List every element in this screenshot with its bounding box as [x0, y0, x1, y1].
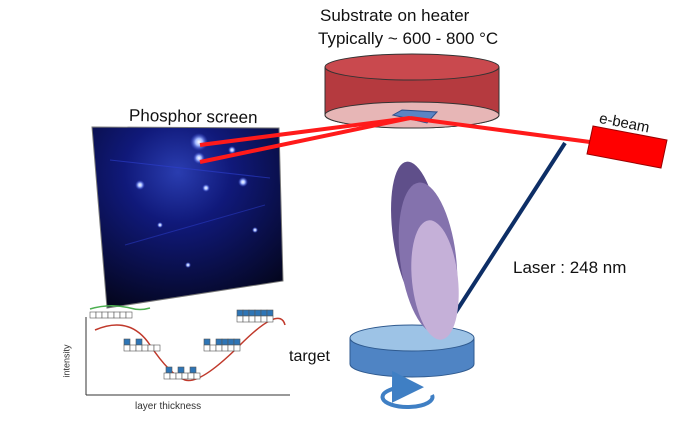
rheed-spot [252, 227, 258, 233]
target-label: target [289, 348, 330, 365]
rheed-spot [185, 262, 191, 268]
diffracted-beam [199, 116, 411, 147]
rheed-oscillation-inset [85, 305, 290, 396]
screen-panel [91, 126, 284, 309]
layer-block-partial-1 [123, 338, 161, 352]
laser-label: Laser : 248 nm [513, 258, 627, 277]
plume-inner [411, 220, 459, 340]
target [349, 324, 475, 378]
electron-beam [199, 116, 668, 169]
target-top [349, 324, 475, 352]
heater-label-line2: Typically ~ 600 - 800 °C [318, 29, 499, 48]
rotation-arrow-icon [380, 370, 435, 409]
heater-top [324, 53, 500, 81]
phosphor-screen-label: Phosphor screen [128, 105, 258, 128]
layer-block-partial-3 [203, 338, 241, 352]
rheed-spot [202, 184, 210, 192]
rheed-spot [135, 180, 145, 190]
y-axis-label: intensity [61, 344, 72, 378]
rotation-arc [380, 370, 435, 409]
rheed-spot [228, 146, 236, 154]
rheed-spot [238, 177, 248, 187]
green-arc [89, 305, 151, 311]
e-beam-gun [586, 125, 668, 169]
layer-block-smooth-left [89, 311, 133, 319]
rheed-spot [157, 222, 163, 228]
plasma-plume [391, 161, 459, 340]
kikuchi-line [109, 159, 271, 179]
heater-label-line1: Substrate on heater [320, 6, 470, 25]
intensity-curve [94, 317, 286, 382]
rheed-spot [190, 133, 208, 151]
layer-block-full [236, 309, 274, 323]
x-axis-label: layer thickness [135, 401, 202, 412]
substrate-heater [324, 53, 500, 129]
diffracted-beam [199, 116, 411, 164]
incident-beam [409, 116, 591, 144]
kikuchi-line [124, 204, 266, 246]
laser-beam [450, 141, 567, 320]
phosphor-screen [91, 126, 284, 309]
layer-block-half [163, 366, 201, 380]
